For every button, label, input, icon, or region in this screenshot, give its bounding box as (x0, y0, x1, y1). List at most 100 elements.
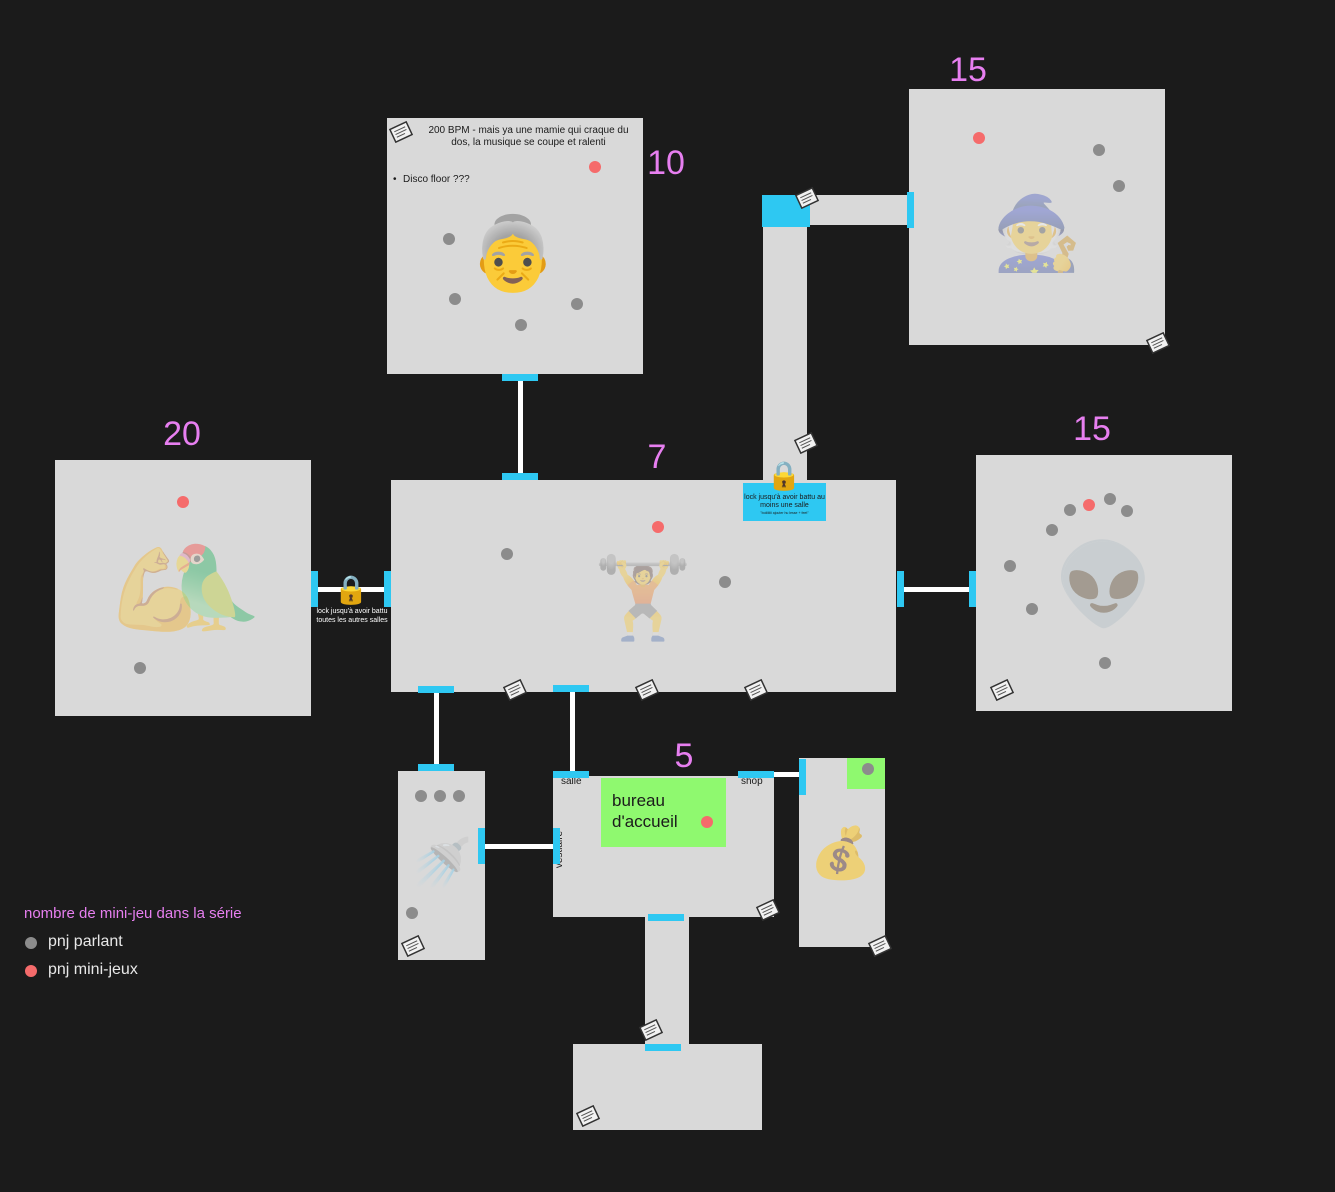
room-wizard[interactable]: 🧙 (909, 89, 1165, 345)
notepad-icon (638, 1018, 664, 1042)
legend-label-talking: pnj parlant (48, 933, 123, 950)
room-shop[interactable]: 💰 (799, 758, 885, 947)
door[interactable] (553, 685, 589, 692)
flexed-arm-emoji: 💪 (105, 543, 205, 636)
npc-talking[interactable] (571, 298, 583, 310)
wizard-emoji: 🧙 (992, 191, 1082, 275)
count-disco: 10 (647, 144, 685, 182)
npc-talking[interactable] (434, 790, 446, 802)
npc-minigame[interactable] (1083, 499, 1095, 511)
room-disco[interactable]: 200 BPM - mais ya une mamie qui craque d… (387, 118, 643, 374)
npc-talking[interactable] (1064, 504, 1076, 516)
npc-minigame[interactable] (701, 816, 713, 828)
npc-talking[interactable] (501, 548, 513, 560)
npc-talking[interactable] (443, 233, 455, 245)
disco-note: 200 BPM - mais ya une mamie qui craque d… (428, 125, 629, 148)
npc-talking[interactable] (1093, 144, 1105, 156)
notepad-icon (793, 431, 819, 455)
connection-vestiaire-lobby (484, 844, 556, 849)
lock-north-box (743, 483, 826, 521)
door[interactable] (502, 473, 538, 480)
npc-talking[interactable] (1121, 505, 1133, 517)
npc-talking[interactable] (1104, 493, 1116, 505)
npc-talking[interactable] (134, 662, 146, 674)
door[interactable] (553, 771, 589, 778)
door[interactable] (418, 764, 454, 771)
legend-label-minigame: pnj mini-jeux (48, 961, 138, 978)
door-label-salle: salle (561, 776, 582, 787)
npc-talking[interactable] (1026, 603, 1038, 615)
notepad-icon (743, 678, 769, 702)
notepad-icon (502, 678, 528, 702)
notepad-icon (388, 120, 414, 144)
disco-bullet: Disco floor ??? (403, 174, 470, 185)
count-gym: 7 (647, 438, 667, 476)
lock-north-text: lock jusqu'à avoir battu au moins une sa… (744, 494, 825, 509)
door[interactable] (418, 686, 454, 693)
connection-gym-alien (900, 587, 973, 592)
legend-row-minigame: pnj mini-jeux (24, 958, 242, 986)
notepad-icon (400, 934, 426, 958)
lock-icon: 🔒 (766, 459, 802, 492)
alien-emoji: 👽 (1054, 538, 1154, 631)
reception-label: bureau d'accueil (612, 791, 678, 831)
door[interactable] (907, 192, 914, 228)
legend-dot-talking (25, 937, 37, 949)
count-wizard: 15 (949, 51, 987, 89)
door-label-shop: shop (741, 776, 763, 787)
notepad-icon (794, 186, 820, 210)
door[interactable] (799, 759, 806, 795)
notepad-icon (989, 678, 1015, 702)
npc-talking[interactable] (1099, 657, 1111, 669)
legend-dot-minigame (25, 965, 37, 977)
npc-talking[interactable] (1113, 180, 1125, 192)
count-alien: 15 (1073, 410, 1111, 448)
count-lobby: 5 (674, 737, 694, 775)
npc-talking[interactable] (415, 790, 427, 802)
door[interactable] (553, 828, 560, 864)
legend-row-talking: pnj parlant (24, 930, 242, 958)
notepad-icon (755, 898, 781, 922)
door[interactable] (897, 571, 904, 607)
reception-desk[interactable] (601, 778, 726, 847)
door[interactable] (502, 374, 538, 381)
door[interactable] (738, 771, 774, 778)
npc-talking[interactable] (862, 763, 874, 775)
room-lobby[interactable]: bureau d'accueil salle shop vestiaire (553, 776, 774, 917)
door[interactable] (478, 828, 485, 864)
npc-talking[interactable] (449, 293, 461, 305)
npc-minigame[interactable] (652, 521, 664, 533)
room-south[interactable] (573, 1044, 762, 1130)
connection-lobby-shop (772, 772, 802, 777)
notepad-icon (634, 678, 660, 702)
lock-north-subtext: "boiiiiiiii ajouter hu lesse + feet" (760, 511, 809, 515)
door[interactable] (969, 571, 976, 607)
count-parrot: 20 (163, 415, 201, 453)
npc-talking[interactable] (515, 319, 527, 331)
door[interactable] (648, 914, 684, 921)
grandma-emoji: 👵 (468, 211, 558, 295)
npc-minigame[interactable] (177, 496, 189, 508)
room-vestiaire[interactable]: 🚿 (398, 771, 485, 960)
lock-icon: 🔒 (333, 573, 369, 606)
lock-west-text: lock jusqu'à avoir battu toutes les autr… (316, 608, 388, 624)
door[interactable] (384, 571, 391, 607)
npc-talking[interactable] (1004, 560, 1016, 572)
door[interactable] (645, 1044, 681, 1051)
npc-talking[interactable] (1046, 524, 1058, 536)
npc-talking[interactable] (453, 790, 465, 802)
npc-minigame[interactable] (589, 161, 601, 173)
legend: nombre de mini-jeu dans la série pnj par… (24, 904, 242, 986)
connection-gym-vestiaire (434, 692, 439, 767)
notepad-icon (575, 1104, 601, 1128)
npc-talking[interactable] (406, 907, 418, 919)
room-parrot[interactable]: 💪 🦜 (55, 460, 311, 716)
notepad-icon (867, 934, 893, 958)
room-alien[interactable]: 👽 (976, 455, 1232, 711)
door[interactable] (311, 571, 318, 607)
notepad-icon (1145, 331, 1171, 355)
npc-talking[interactable] (719, 576, 731, 588)
parrot-emoji: 🦜 (165, 541, 265, 634)
disco-bullet-dot: • (393, 174, 397, 185)
npc-minigame[interactable] (973, 132, 985, 144)
